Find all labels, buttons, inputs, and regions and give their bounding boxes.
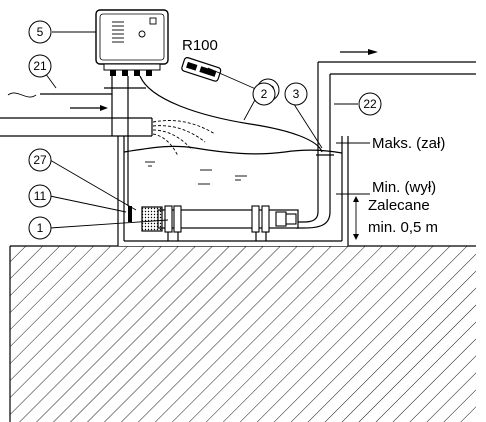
callout-3-label: 3 <box>293 87 300 101</box>
water-jets <box>152 120 216 157</box>
callout-21-label: 21 <box>33 59 47 73</box>
callout-5-label: 5 <box>37 25 44 39</box>
callout-3: 3 <box>284 82 308 106</box>
callout-2-real <box>252 82 276 106</box>
ground <box>9 245 476 422</box>
leader-lines <box>39 31 358 229</box>
callout-27-label: 27 <box>33 153 47 167</box>
callout-11-label: 11 <box>34 189 47 203</box>
callout-1-label: 1 <box>37 221 44 235</box>
remote-label: R100 <box>182 37 218 54</box>
level-markers <box>336 142 370 240</box>
min-level-label: Min. (wył) <box>372 179 436 196</box>
water-surface <box>123 145 343 185</box>
pump-unit <box>141 205 299 241</box>
callout-5: 5 <box>28 20 52 44</box>
level-sensor <box>128 206 132 222</box>
callout-2-label: 2 <box>261 87 268 101</box>
callout-27: 27 <box>28 148 52 172</box>
cables <box>7 75 334 206</box>
callout-11: 11 <box>28 184 52 208</box>
max-level-label: Maks. (zał) <box>372 135 445 152</box>
hose-pipe <box>296 200 331 229</box>
outlet-pipe <box>317 49 476 212</box>
callout-21: 21 <box>28 54 52 78</box>
callout-1: 1 <box>28 216 52 240</box>
recommended-label-line2: min. 0,5 m <box>368 219 438 236</box>
callout-22: 22 <box>358 92 382 116</box>
callout-22-label: 22 <box>363 97 377 111</box>
control-box <box>95 9 169 76</box>
recommended-label-line1: Zalecane <box>368 197 430 214</box>
inlet-pipe <box>0 105 153 137</box>
remote-control <box>181 57 222 82</box>
